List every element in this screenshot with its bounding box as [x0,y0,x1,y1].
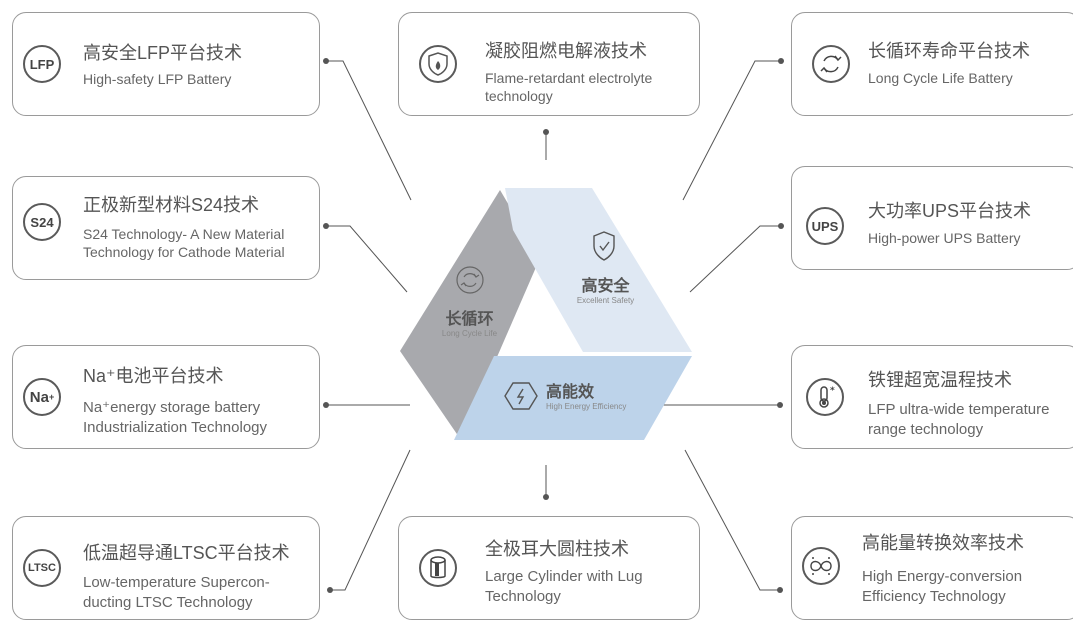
lfp-icon: LFP [23,45,61,83]
cycle-icon [456,266,484,294]
s24-icon: S24 [23,203,61,241]
card-lfp-title: 高安全LFP平台技术 [83,43,243,63]
card-ups-subtitle: High-power UPS Battery [868,230,1021,246]
card-na-title: Na⁺电池平台技术 [83,366,224,386]
shield-check-icon [593,231,615,261]
efficiency-en: High Energy Efficiency [546,402,627,411]
safety-en: Excellent Safety [576,296,635,305]
efficiency-label: 高能效 High Energy Efficiency [546,378,656,411]
card-ltsc[interactable]: LTSC 低温超导通LTSC平台技术 Low-temperature Super… [12,516,320,620]
ltsc-icon: LTSC [23,549,61,587]
card-ltsc-subtitle: Low-temperature Supercon- ducting LTSC T… [83,574,270,611]
efficiency-cn: 高能效 [546,384,595,401]
card-cycle[interactable]: 长循环寿命平台技术 Long Cycle Life Battery [791,12,1073,116]
card-ups-title: 大功率UPS平台技术 [868,201,1032,221]
flame-shield-icon [419,45,457,83]
card-energy[interactable]: 高能量转换效率技术 High Energy-conversion Efficie… [791,516,1073,620]
card-cylinder-subtitle: Large Cylinder with Lug Technology [485,568,643,605]
cylinder-icon [419,549,457,587]
card-flame-subtitle: Flame-retardant electrolyte technology [485,70,653,104]
thermometer-icon: * [806,378,844,416]
card-lfp[interactable]: LFP 高安全LFP平台技术 High-safety LFP Battery [12,12,320,116]
card-ups[interactable]: UPS 大功率UPS平台技术 High-power UPS Battery [791,166,1073,270]
card-na-subtitle: Na⁺energy storage battery Industrializat… [83,399,268,436]
efficiency-segment [454,356,692,440]
card-cycle-subtitle: Long Cycle Life Battery [868,70,1013,86]
card-flame[interactable]: 凝胶阻燃电解液技术 Flame-retardant electrolyte te… [398,12,700,116]
card-s24[interactable]: S24 正极新型材料S24技术 S24 Technology- A New Ma… [12,176,320,280]
ups-icon: UPS [806,207,844,245]
na-ion-icon: Na+ [23,378,61,416]
card-ltsc-title: 低温超导通LTSC平台技术 [83,543,290,563]
safety-label: 高安全 Excellent Safety [568,272,643,305]
long-cycle-cn: 长循环 [445,311,494,328]
safety-cn: 高安全 [581,278,630,295]
safety-segment [505,188,692,352]
card-s24-title: 正极新型材料S24技术 [83,195,260,215]
card-energy-subtitle: High Energy-conversion Efficiency Techno… [862,568,1023,605]
card-energy-title: 高能量转换效率技术 [862,533,1024,553]
card-temperature-subtitle: LFP ultra-wide temperature range technol… [868,401,1050,438]
card-temperature[interactable]: * 铁锂超宽温程技术 LFP ultra-wide temperature ra… [791,345,1073,449]
lightning-icon [504,382,538,410]
svg-text:*: * [830,386,835,396]
card-cylinder-title: 全极耳大圆柱技术 [485,539,629,559]
na-badge-text: Na [29,388,49,406]
energy-conversion-icon [802,547,840,585]
card-cycle-title: 长循环寿命平台技术 [868,41,1030,61]
long-cycle-segment [400,190,540,440]
long-cycle-label: 长循环 Long Cycle Life [432,305,507,338]
card-cylinder[interactable]: 全极耳大圆柱技术 Large Cylinder with Lug Technol… [398,516,700,620]
card-na[interactable]: Na+ Na⁺电池平台技术 Na⁺energy storage battery … [12,345,320,449]
card-lfp-subtitle: High-safety LFP Battery [83,71,232,87]
recycle-arrows-icon [812,45,850,83]
card-temperature-title: 铁锂超宽温程技术 [868,370,1012,390]
card-flame-title: 凝胶阻燃电解液技术 [485,41,647,61]
long-cycle-en: Long Cycle Life [441,329,498,338]
na-badge-sup: + [48,392,55,402]
card-s24-subtitle: S24 Technology- A New Material Technolog… [83,226,285,260]
